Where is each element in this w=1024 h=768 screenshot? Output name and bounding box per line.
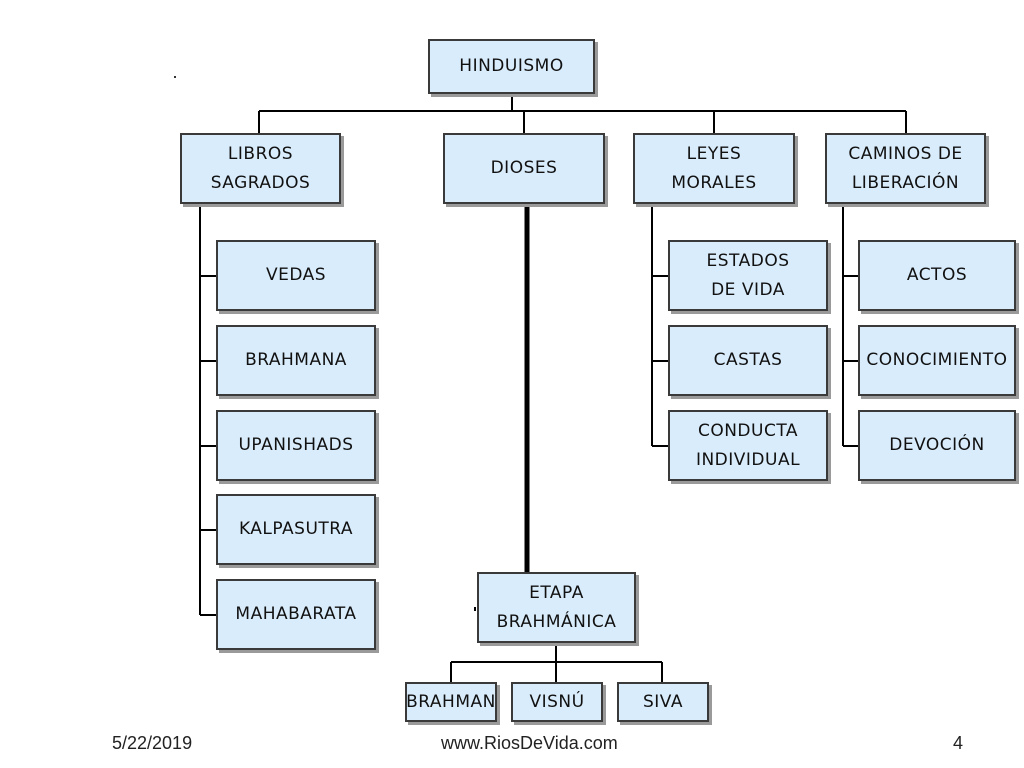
- node-siva: SIVA: [617, 682, 709, 722]
- node-hinduismo: HINDUISMO: [428, 39, 595, 94]
- node-brahman: BRAHMAN: [405, 682, 497, 722]
- node-brahmana: BRAHMANA: [216, 325, 376, 396]
- node-kalpasutra: KALPASUTRA: [216, 494, 376, 565]
- stray-dot: [174, 76, 176, 78]
- node-dioses: DIOSES: [443, 133, 605, 204]
- node-conocimiento: CONOCIMIENTO: [858, 325, 1016, 396]
- node-etapa-brahmanica: ETAPA BRAHMÁNICA: [477, 572, 636, 643]
- node-estados-de-vida: ESTADOS DE VIDA: [668, 240, 828, 311]
- node-leyes-morales: LEYES MORALES: [633, 133, 795, 204]
- node-mahabarata: MAHABARATA: [216, 579, 376, 650]
- footer-site: www.RiosDeVida.com: [441, 733, 618, 753]
- node-conducta-individual: CONDUCTA INDIVIDUAL: [668, 410, 828, 481]
- footer-page-number: 4: [953, 733, 964, 753]
- node-actos: ACTOS: [858, 240, 1016, 311]
- node-devocion: DEVOCIÓN: [858, 410, 1016, 481]
- node-vedas: VEDAS: [216, 240, 376, 311]
- node-visnu: VISNÚ: [511, 682, 603, 722]
- node-upanishads: UPANISHADS: [216, 410, 376, 481]
- node-caminos-de-liberacion: CAMINOS DE LIBERACIÓN: [825, 133, 986, 204]
- footer-date: 5/22/2019: [112, 733, 193, 753]
- node-libros-sagrados: LIBROS SAGRADOS: [180, 133, 341, 204]
- node-castas: CASTAS: [668, 325, 828, 396]
